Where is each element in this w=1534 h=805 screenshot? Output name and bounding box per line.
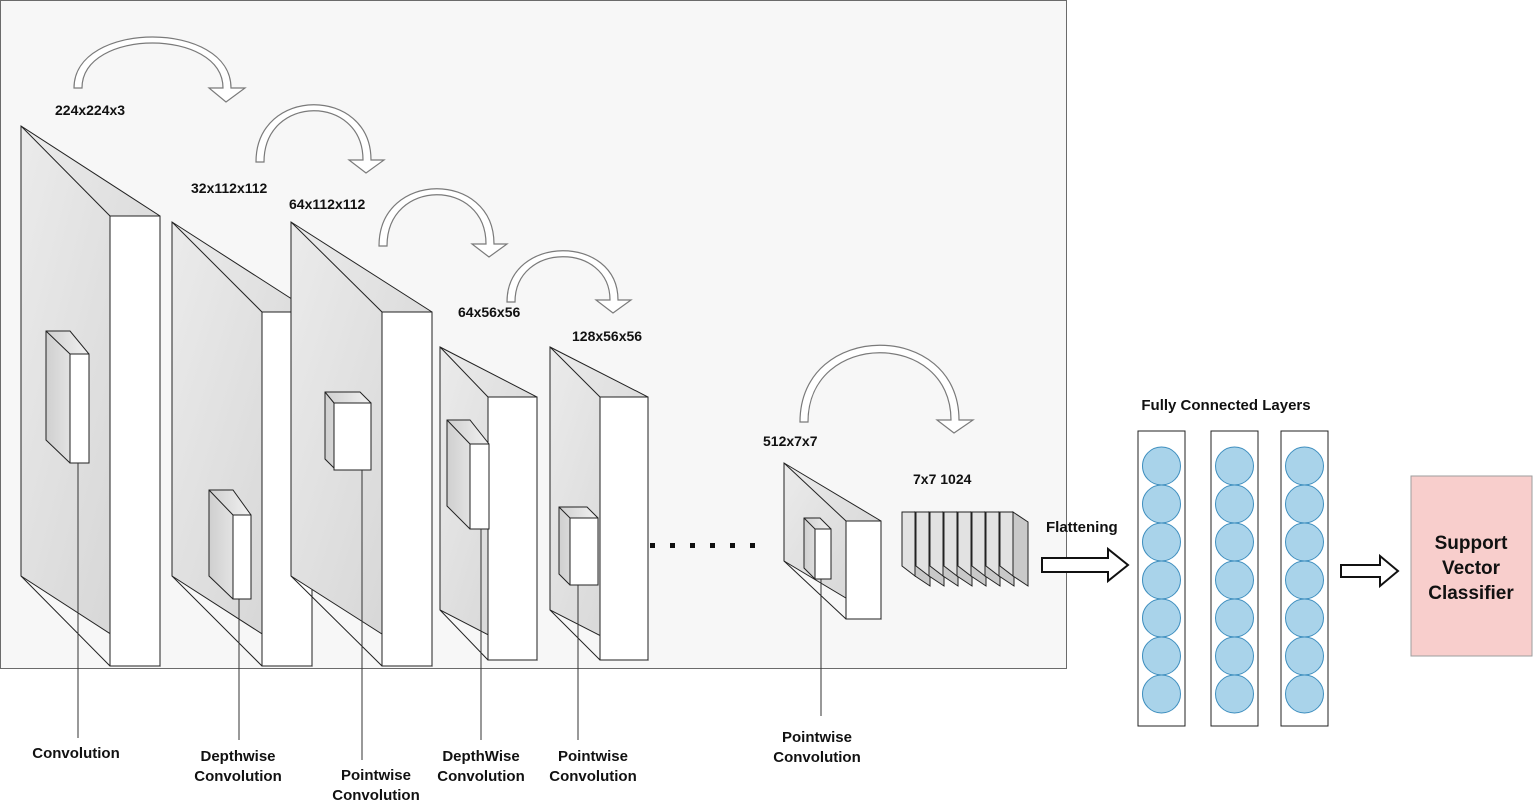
fc-neuron — [1285, 484, 1324, 524]
caption-pointwise-2-line1: Pointwise — [558, 748, 628, 765]
depthwise-2-kernel — [446, 419, 490, 530]
fc-neuron — [1285, 446, 1324, 486]
fc-neuron — [1215, 674, 1254, 714]
fully-connected-layers — [1137, 430, 1329, 727]
flattening-arrow-icon — [1041, 546, 1130, 584]
fc-neuron — [1142, 598, 1181, 638]
svc-box — [1410, 475, 1533, 657]
input-conv-kernel — [45, 330, 90, 464]
fc-neuron — [1215, 522, 1254, 562]
label-dw2-dims: 64x56x56 — [458, 304, 521, 320]
last-conv-kernel — [803, 517, 832, 580]
caption-convolution: Convolution — [32, 745, 119, 762]
curved-arrow-icon-3 — [378, 188, 509, 258]
fc-neuron — [1285, 560, 1324, 600]
svc-label-line1: Support — [1435, 533, 1508, 554]
fc-neuron — [1142, 560, 1181, 600]
curved-arrow-icon-1 — [73, 36, 247, 103]
pointwise-2-block — [549, 346, 649, 661]
label-pw1-dims: 64x112x112 — [289, 196, 366, 212]
classifier-arrow-icon — [1340, 553, 1400, 589]
fc-neuron — [1215, 598, 1254, 638]
svc-label-line2: Vector — [1442, 558, 1501, 579]
pointwise-1-kernel — [324, 391, 372, 471]
fc-neuron — [1215, 446, 1254, 486]
fc-layers-title: Fully Connected Layers — [1141, 397, 1310, 414]
input-layer-block — [20, 125, 161, 667]
depthwise-1-kernel — [208, 489, 252, 600]
caption-depthwise-1-line1: Depthwise — [200, 748, 275, 765]
label-input-dims: 224x224x3 — [55, 102, 125, 118]
curved-arrow-icon-2 — [255, 104, 386, 174]
curved-arrow-icon-4 — [506, 250, 633, 314]
label-dw1-dims: 32x112x112 — [191, 180, 268, 196]
fc-neuron — [1285, 674, 1324, 714]
ellipsis-dots — [650, 543, 755, 548]
label-feature-map-dims: 7x7 1024 — [913, 471, 972, 487]
caption-depthwise-2-line1: DepthWise — [442, 748, 519, 765]
fc-neuron — [1142, 674, 1181, 714]
curved-arrow-icon-5 — [799, 344, 975, 434]
fc-neuron — [1215, 484, 1254, 524]
last-conv-block — [783, 462, 882, 620]
caption-pointwise-3-line2: Convolution — [773, 749, 860, 766]
label-flattening: Flattening — [1046, 519, 1118, 536]
svc-label-line3: Classifier — [1428, 583, 1514, 604]
caption-depthwise-1-line2: Convolution — [194, 768, 281, 785]
label-pw2-dims: 128x56x56 — [572, 328, 642, 344]
caption-pointwise-2-line2: Convolution — [549, 768, 636, 785]
fc-neuron — [1215, 560, 1254, 600]
fc-neuron — [1285, 598, 1324, 638]
fc-neuron — [1142, 522, 1181, 562]
caption-pointwise-1-line2: Convolution — [332, 787, 419, 804]
fc-neuron — [1142, 636, 1181, 676]
caption-depthwise-2-line2: Convolution — [437, 768, 524, 785]
fc-neuron — [1142, 446, 1181, 486]
pointwise-2-kernel — [558, 506, 599, 586]
caption-pointwise-1-line1: Pointwise — [341, 767, 411, 784]
fc-neuron — [1285, 636, 1324, 676]
fc-neuron — [1142, 484, 1181, 524]
caption-pointwise-3-line1: Pointwise — [782, 729, 852, 746]
fc-neuron — [1215, 636, 1254, 676]
feature-maps-stack — [901, 511, 1029, 587]
label-last-conv-dims: 512x7x7 — [763, 433, 818, 449]
fc-neuron — [1285, 522, 1324, 562]
caption-connector-lines — [77, 463, 822, 760]
